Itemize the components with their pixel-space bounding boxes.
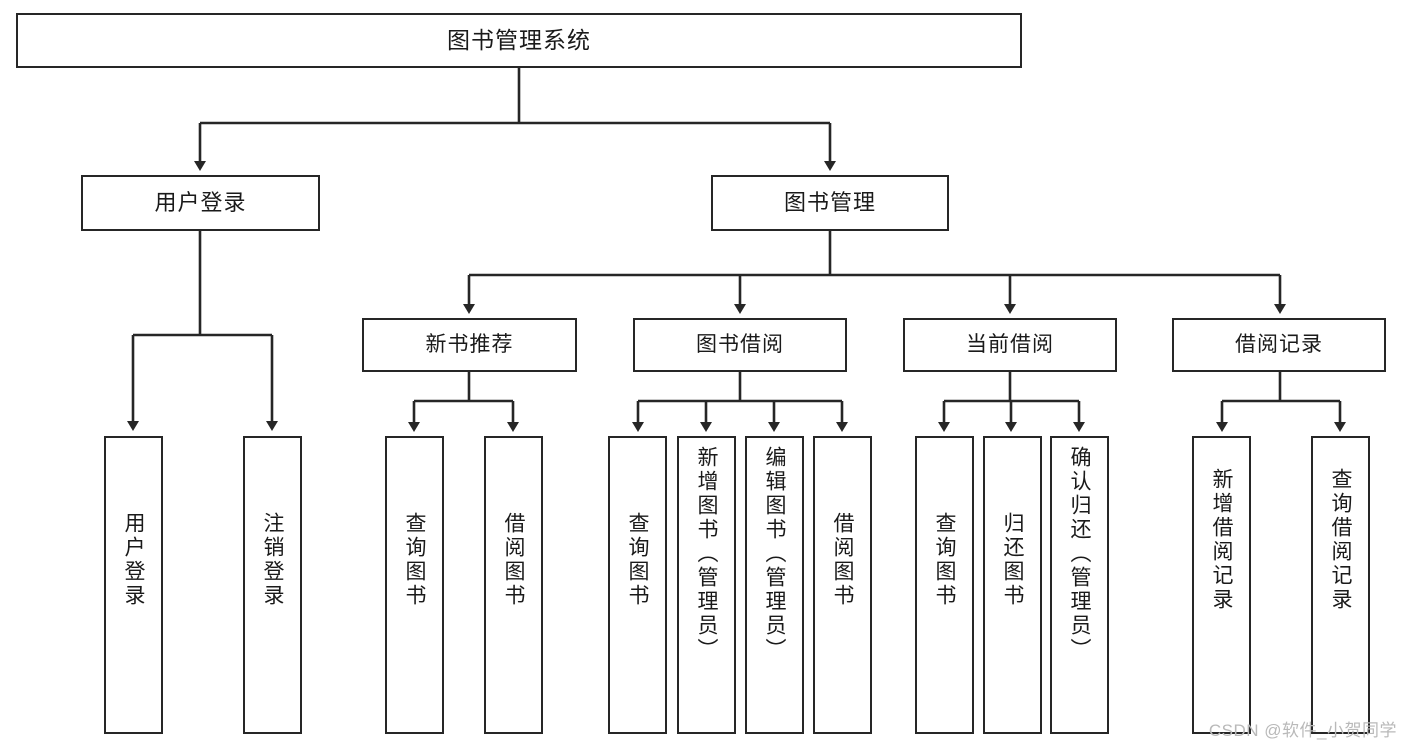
watermark: CSDN @软件_小贺同学: [1208, 721, 1397, 740]
node-leaf-confirm-return-label: 确认归还（管理员）: [1068, 446, 1091, 662]
node-leaf-query-book-3[interactable]: 查询图书: [915, 436, 974, 734]
node-leaf-query-book-1[interactable]: 查询图书: [385, 436, 444, 734]
node-root-label: 图书管理系统: [447, 27, 591, 54]
node-book-manage-label: 图书管理: [783, 190, 876, 216]
node-leaf-add-book-label: 新增图书（管理员）: [695, 446, 718, 662]
node-root[interactable]: 图书管理系统: [16, 13, 1022, 68]
node-leaf-query-record-label: 查询借阅记录: [1329, 468, 1352, 612]
node-leaf-edit-book[interactable]: 编辑图书（管理员）: [745, 436, 804, 734]
node-leaf-return-book[interactable]: 归还图书: [983, 436, 1042, 734]
node-leaf-borrow-book-2-label: 借阅图书: [831, 512, 854, 608]
node-book-borrow-label: 图书借阅: [696, 332, 784, 356]
node-leaf-logout[interactable]: 注销登录: [243, 436, 302, 734]
node-user-login-label: 用户登录: [154, 190, 247, 216]
node-leaf-add-record-label: 新增借阅记录: [1210, 468, 1233, 612]
node-leaf-return-book-label: 归还图书: [1001, 512, 1024, 608]
node-new-book-rec[interactable]: 新书推荐: [362, 318, 577, 372]
node-leaf-borrow-book-1[interactable]: 借阅图书: [484, 436, 543, 734]
node-leaf-query-book-2[interactable]: 查询图书: [608, 436, 667, 734]
node-leaf-edit-book-label: 编辑图书（管理员）: [763, 446, 786, 662]
node-leaf-borrow-book-2[interactable]: 借阅图书: [813, 436, 872, 734]
node-new-book-rec-label: 新书推荐: [425, 332, 514, 356]
node-leaf-user-login[interactable]: 用户登录: [104, 436, 163, 734]
node-borrow-record-label: 借阅记录: [1235, 332, 1323, 356]
node-leaf-query-book-3-label: 查询图书: [933, 512, 956, 608]
node-leaf-confirm-return[interactable]: 确认归还（管理员）: [1050, 436, 1109, 734]
node-leaf-user-login-label: 用户登录: [122, 512, 145, 608]
node-leaf-add-record[interactable]: 新增借阅记录: [1192, 436, 1251, 734]
node-leaf-query-book-1-label: 查询图书: [403, 512, 426, 608]
node-book-borrow[interactable]: 图书借阅: [633, 318, 847, 372]
node-leaf-query-book-2-label: 查询图书: [626, 512, 649, 608]
node-leaf-borrow-book-1-label: 借阅图书: [502, 512, 525, 608]
node-current-borrow[interactable]: 当前借阅: [903, 318, 1117, 372]
node-leaf-add-book[interactable]: 新增图书（管理员）: [677, 436, 736, 734]
node-leaf-query-record[interactable]: 查询借阅记录: [1311, 436, 1370, 734]
node-current-borrow-label: 当前借阅: [966, 332, 1054, 356]
node-book-manage[interactable]: 图书管理: [711, 175, 949, 231]
node-borrow-record[interactable]: 借阅记录: [1172, 318, 1386, 372]
node-user-login[interactable]: 用户登录: [81, 175, 320, 231]
node-leaf-logout-label: 注销登录: [261, 512, 284, 608]
